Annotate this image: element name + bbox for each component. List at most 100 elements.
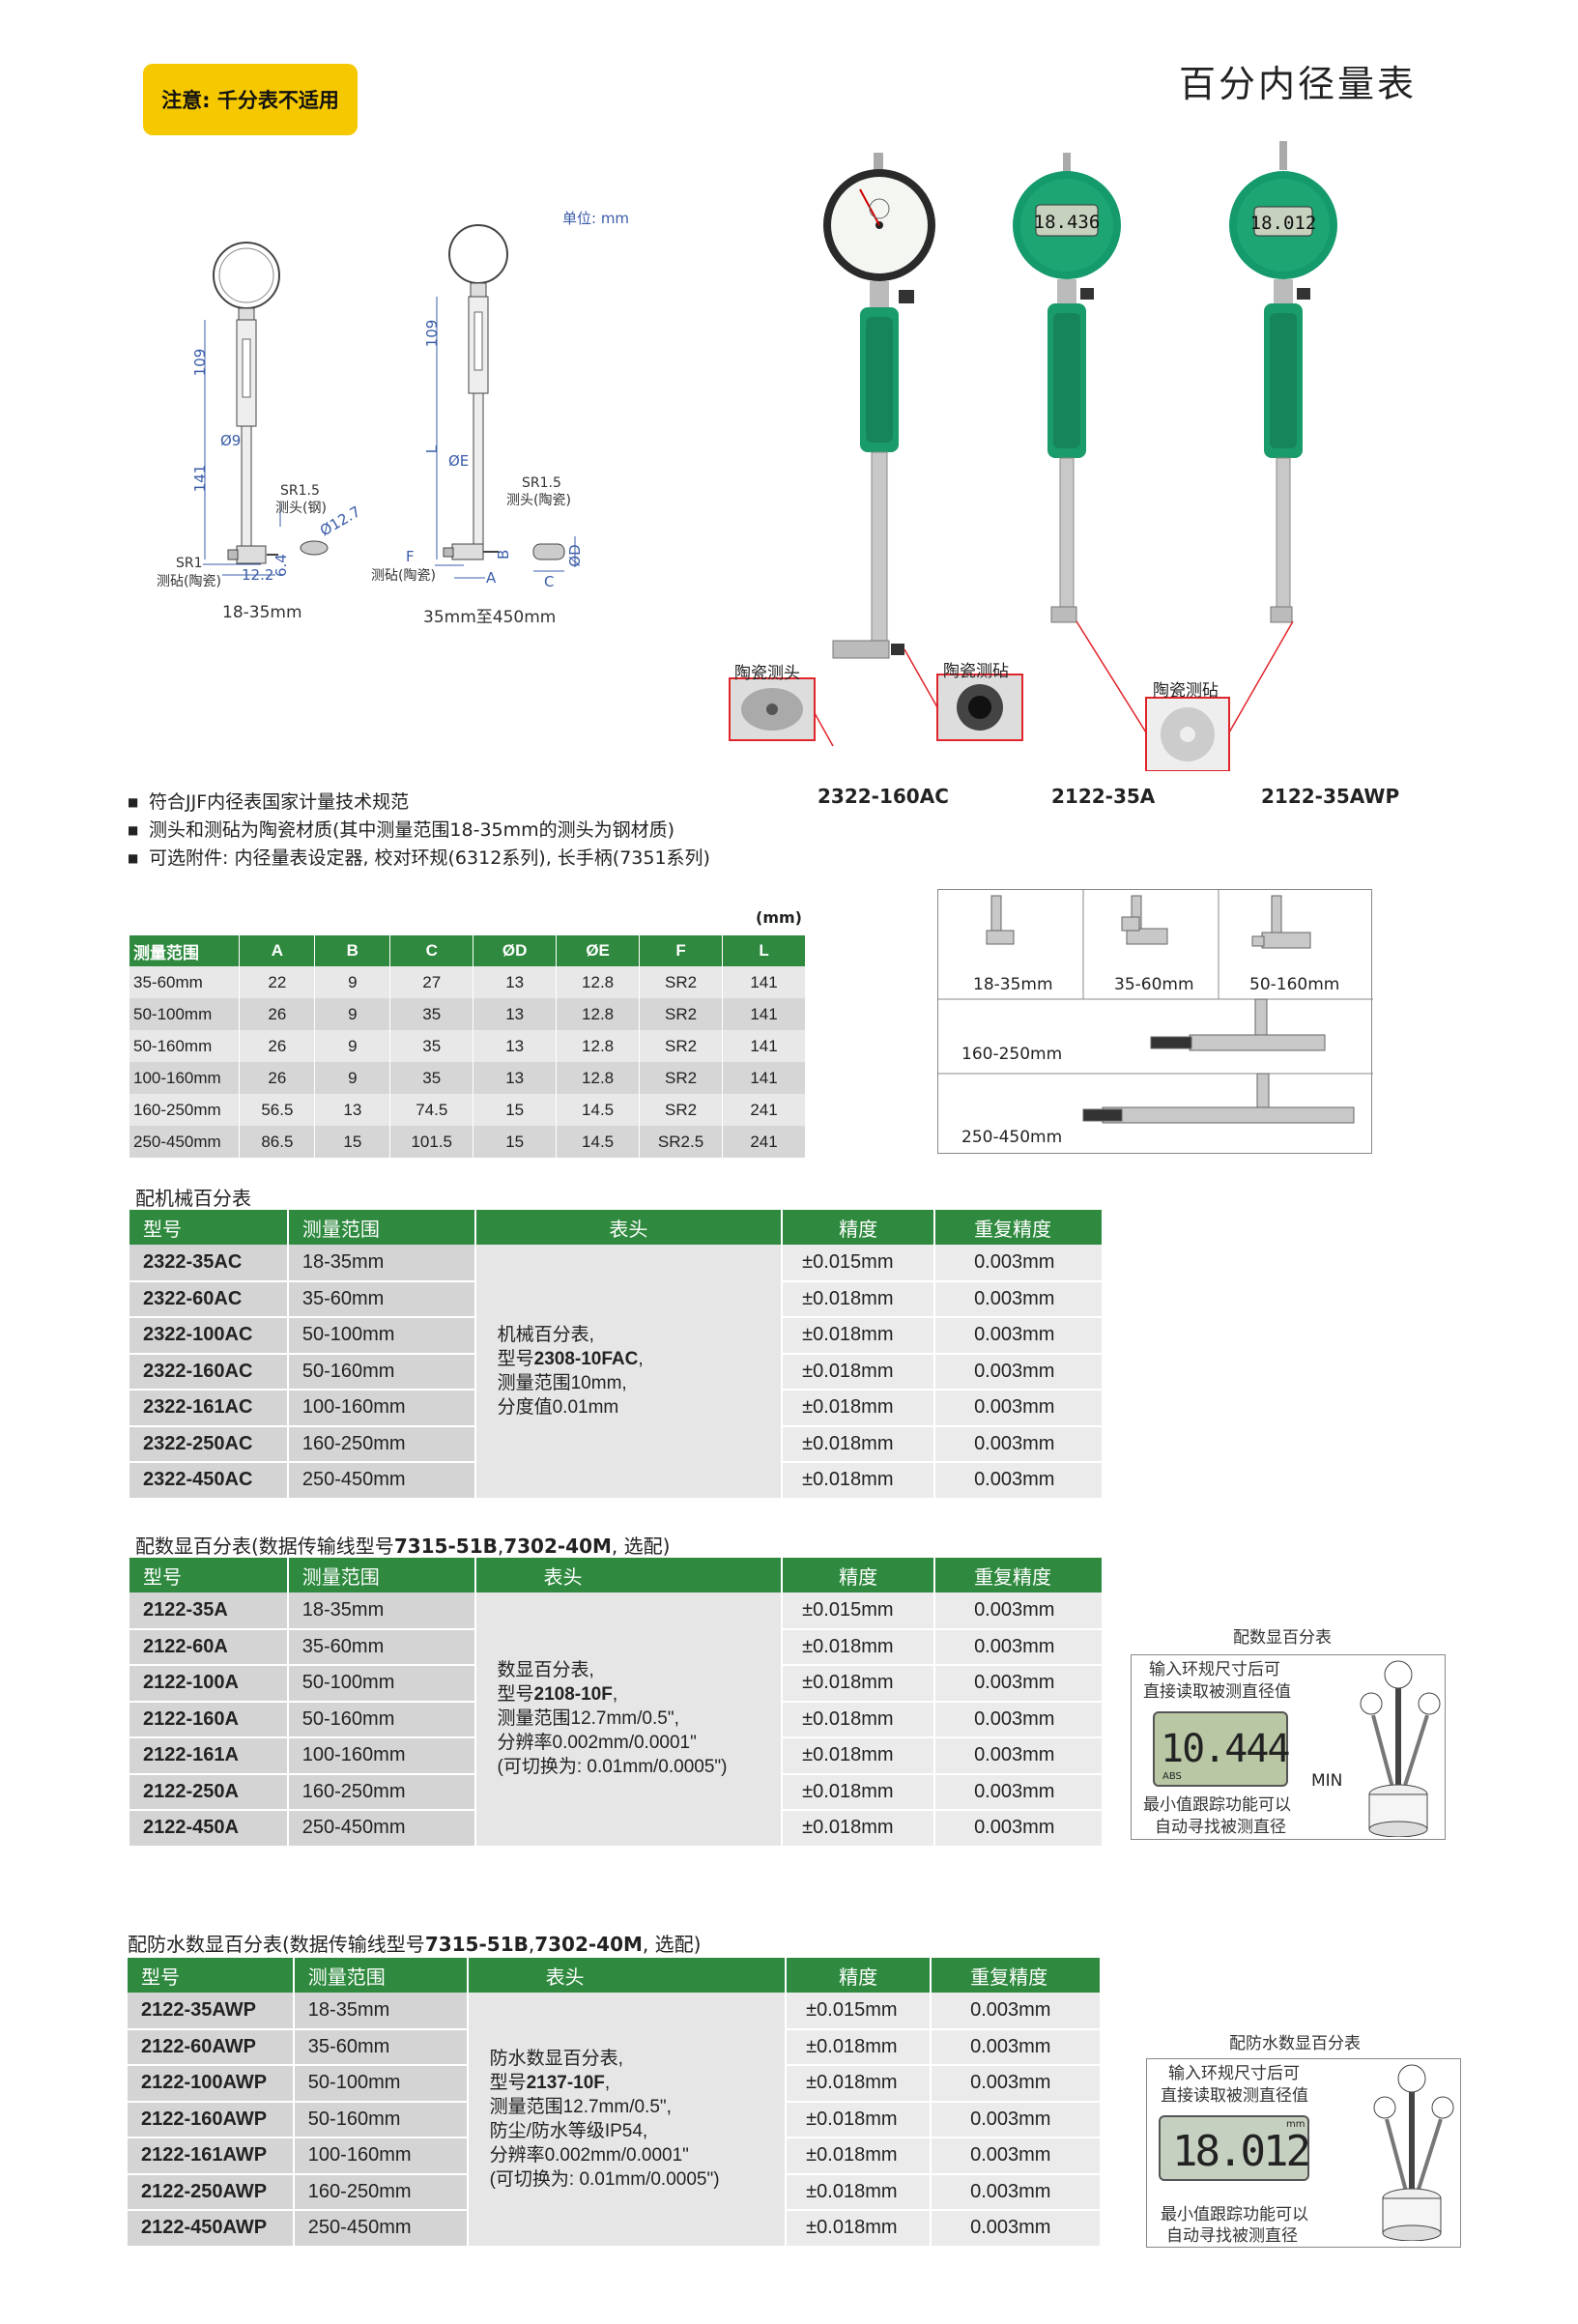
digital-header: 表头: [474, 1558, 784, 1592]
probe-steel-label: 测头(钢): [275, 501, 327, 516]
model-cell: 2122-60A: [129, 1628, 289, 1666]
repeatability-cell: 0.003mm: [931, 2138, 1102, 2175]
model-cell: 2122-250AWP: [128, 2173, 295, 2211]
spec-cell: 26: [239, 1030, 316, 1062]
spec-header: B: [314, 935, 391, 966]
model-cell: 2122-35A: [129, 1592, 289, 1630]
dim-L-right: L: [423, 445, 441, 453]
accessory-label: 35-60mm: [1114, 975, 1194, 994]
spec-cell: 74.5: [389, 1094, 474, 1126]
lcd-value: 10.444: [1161, 1727, 1290, 1771]
range-cell: 250-450mm: [287, 1462, 476, 1500]
accessory-label: 18-35mm: [973, 975, 1053, 994]
feature-text: 直接读取被测直径值: [1161, 2086, 1308, 2106]
range-cell: 160-250mm: [287, 1773, 476, 1811]
range-cell: 50-100mm: [287, 1665, 476, 1703]
spec-header: F: [639, 935, 724, 966]
spec-cell: 27: [389, 966, 474, 998]
model-cell: 2122-161AWP: [128, 2138, 295, 2175]
model-cell: 2322-100AC: [129, 1317, 289, 1355]
range-cell: 50-100mm: [287, 1317, 476, 1355]
spec-cell: 12.8: [556, 998, 641, 1030]
spec-cell: 12.8: [556, 966, 641, 998]
spec-header: ØE: [556, 935, 641, 966]
accuracy-cell: ±0.018mm: [782, 1280, 936, 1318]
model-cell: 2322-450AC: [129, 1462, 289, 1500]
range-cell: 35-60mm: [293, 2028, 469, 2066]
head-text: 数显百分表,: [497, 1660, 594, 1681]
dial-indicator-gauge: [823, 153, 935, 659]
digital-header: 重复精度: [934, 1558, 1104, 1592]
range-cell: 50-160mm: [287, 1701, 476, 1738]
repeatability-cell: 0.003mm: [934, 1425, 1104, 1463]
head-text: ,: [604, 2072, 611, 2093]
model-cell: 2122-35AWP: [128, 1993, 295, 2030]
accuracy-cell: ±0.018mm: [782, 1353, 936, 1391]
model-cell: 2122-60AWP: [128, 2028, 295, 2066]
spec-cell: 241: [722, 1126, 806, 1158]
dimension-diagrams: 109 141 Ø9 SR1.5 测头(钢) Ø12.7 SR1 测砧(陶瓷) …: [157, 224, 580, 590]
head-text: 2308-10FAC: [533, 1348, 639, 1369]
head-text: 测量范围10mm,: [497, 1372, 627, 1393]
head-text: 2137-10F: [526, 2072, 605, 2093]
accuracy-cell: ±0.018mm: [782, 1390, 936, 1427]
model-cell: 2322-161AC: [129, 1390, 289, 1427]
model-cell: 2122-100AWP: [128, 2065, 295, 2103]
range-cell: 50-100mm: [293, 2065, 469, 2103]
head-text: (可切换为: 0.01mm/0.0005"): [489, 2168, 720, 2190]
notice-badge: 注意: 千分表不适用: [143, 64, 358, 135]
spec-cell: 15: [473, 1094, 558, 1126]
spec-cell: 35: [389, 1030, 474, 1062]
model-cell: 2122-250A: [129, 1773, 289, 1811]
head-text: (可切换为: 0.01mm/0.0005"): [497, 1757, 728, 1778]
mech-header: 测量范围: [287, 1210, 476, 1245]
wp-table-title: 配防水数显百分表(数据传输线型号7315-51B,7302-40M, 选配): [128, 1933, 702, 1956]
head-text: 测量范围12.7mm/0.5",: [497, 1708, 679, 1730]
feature-wp-title: 配防水数显百分表: [1229, 2034, 1361, 2053]
repeatability-cell: 0.003mm: [934, 1773, 1104, 1811]
dim-F: F: [406, 548, 415, 565]
wp-header: 测量范围: [293, 1958, 469, 1993]
head-text: 2108-10F: [533, 1684, 613, 1706]
model-label-3: 2122-35AWP: [1261, 785, 1400, 808]
spec-header: L: [722, 935, 806, 966]
spec-cell: 141: [722, 1030, 806, 1062]
sr1-label: SR1: [176, 556, 203, 571]
spec-cell: 22: [239, 966, 316, 998]
range-cell: 18-35mm: [287, 1245, 476, 1282]
lcd-display: 10.444 ABS: [1153, 1711, 1290, 1787]
feature-wp-box: 输入环规尺寸后可 直接读取被测直径值 18.012 mm 最小值跟踪功能可以 自…: [1146, 2058, 1461, 2248]
spec-cell: 141: [722, 1062, 806, 1094]
repeatability-cell: 0.003mm: [934, 1628, 1104, 1666]
feature-digital-box: 输入环规尺寸后可 直接读取被测直径值 10.444 ABS MIN 最小值跟踪功…: [1131, 1654, 1446, 1840]
range-cell: 250-450mm: [293, 2210, 469, 2248]
head-text: 分辨率0.002mm/0.0001": [497, 1733, 697, 1754]
range-cell: 160-250mm: [293, 2173, 469, 2211]
anvil-ceramic-left: 测砧(陶瓷): [157, 574, 221, 589]
product-photos: 18.436 18.012: [729, 141, 1337, 771]
feature-text: 最小值跟踪功能可以: [1161, 2205, 1308, 2224]
spec-unit: (mm): [756, 908, 802, 927]
spec-cell: 9: [314, 1030, 391, 1062]
dim-phi9: Ø9: [220, 432, 241, 449]
dim-A: A: [486, 569, 497, 587]
digital-table-title: 配数显百分表(数据传输线型号7315-51B,7302-40M, 选配): [135, 1535, 671, 1558]
repeatability-cell: 0.003mm: [934, 1701, 1104, 1738]
model-label-2: 2122-35A: [1051, 785, 1156, 808]
dim-141-left: 141: [191, 465, 209, 493]
repeatability-cell: 0.003mm: [934, 1280, 1104, 1318]
head-text: 型号: [497, 1684, 534, 1706]
unit-note: 单位: mm: [562, 210, 630, 227]
spec-cell: 13: [473, 966, 558, 998]
spec-cell: SR2: [639, 1062, 724, 1094]
repeatability-cell: 0.003mm: [934, 1737, 1104, 1775]
